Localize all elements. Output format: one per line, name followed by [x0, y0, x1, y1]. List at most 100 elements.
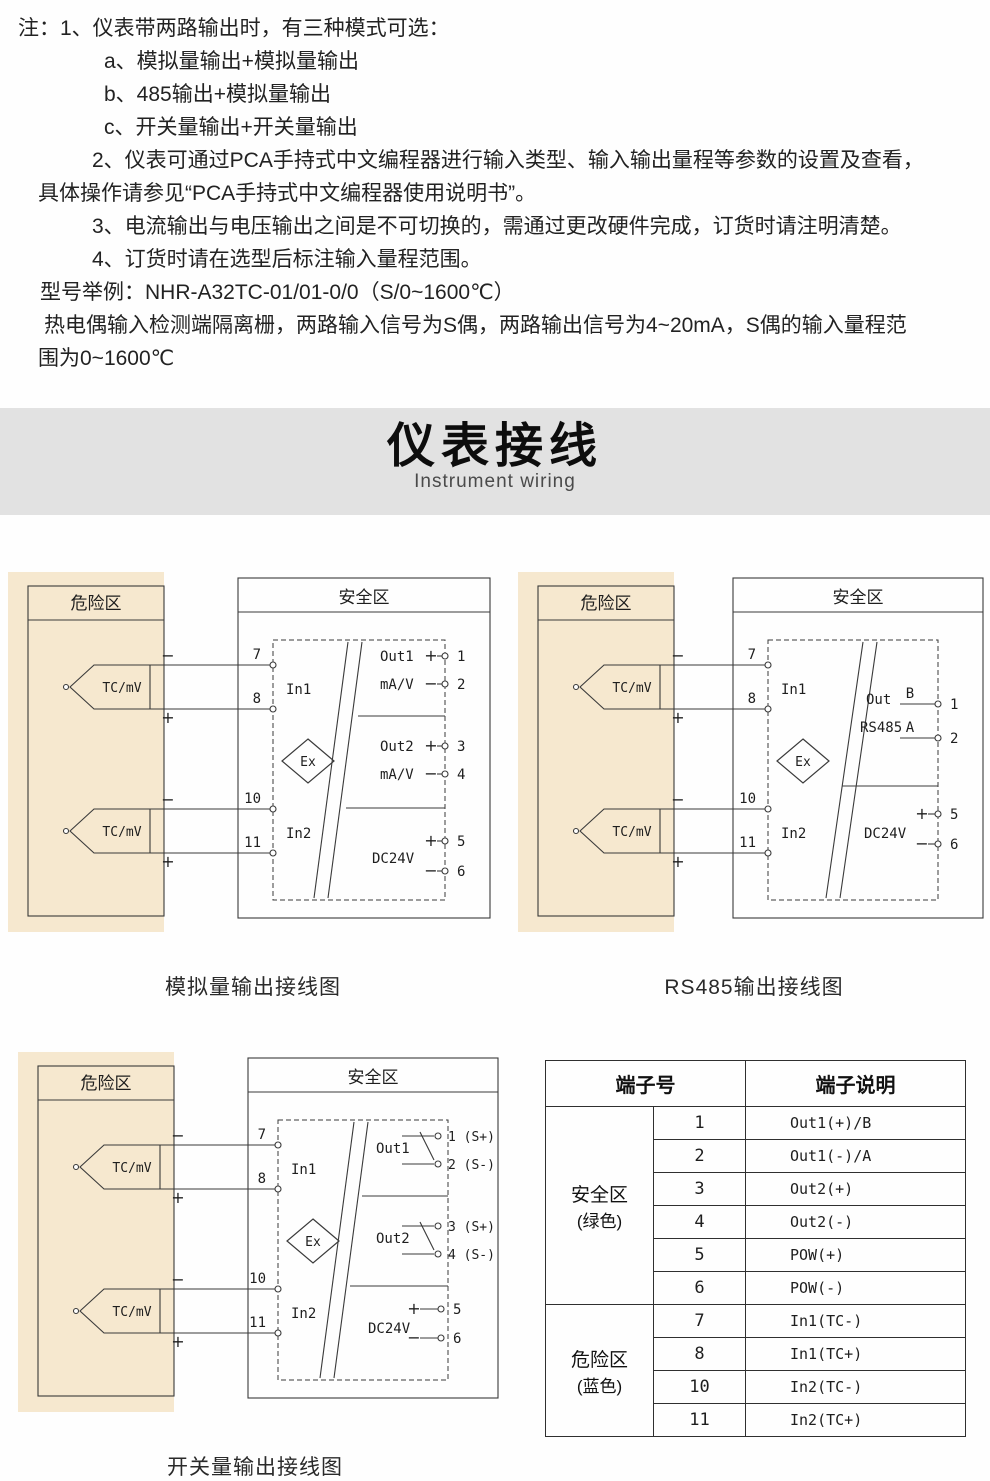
polarity-plus: + — [424, 646, 437, 665]
terminal-2-dot — [434, 1160, 442, 1168]
polarity-minus: − — [171, 1126, 184, 1145]
out1-unit-label: mA/V — [380, 677, 414, 693]
out1-label: Out1 — [376, 1141, 410, 1157]
terminal-5: 5 — [950, 807, 958, 823]
terminal-11: 11 — [249, 1315, 266, 1331]
terminal-4-s-minus: 4 (S-) — [448, 1248, 495, 1263]
sensor-2-tip — [572, 827, 580, 835]
in2-label: In2 — [291, 1306, 316, 1322]
diagram-switch-caption: 开关量输出接线图 — [167, 1456, 343, 1479]
terminal-8: 8 — [748, 691, 756, 707]
terminal-7: 7 — [258, 1127, 266, 1143]
note-line-3: b、485输出+模拟量输出 — [104, 83, 331, 106]
diagram-rs485-output: 危险区 安全区 TC/mV TC/mV — [518, 566, 990, 1001]
terminal-no: 10 — [653, 1370, 746, 1404]
note-line-9: 型号举例：NHR-A32TC-01/01-0/0（S/0~1600℃） — [40, 281, 515, 304]
terminal-10-dot — [269, 805, 277, 813]
sensor-symbols — [572, 664, 661, 854]
terminal-10: 10 — [249, 1271, 266, 1287]
power-label: DC24V — [372, 851, 415, 867]
terminal-desc: In1(TC-) — [745, 1304, 966, 1338]
terminal-6: 6 — [950, 837, 958, 853]
section-subtitle: Instrument wiring — [414, 471, 576, 492]
note-line-4: c、开关量输出+开关量输出 — [104, 116, 358, 139]
sensor-1-label: TC/mV — [112, 1161, 151, 1176]
terminal-no: 2 — [653, 1139, 746, 1173]
terminal-6: 6 — [457, 864, 465, 880]
col-header-terminal-no: 端子号 — [545, 1060, 746, 1107]
diagram-analog-output: 危险区 安全区 TC/mV TC/mV — [8, 566, 498, 1001]
terminal-4: 4 — [457, 767, 465, 783]
terminal-4-dot — [434, 1250, 442, 1258]
tc-sensor-2 — [579, 808, 661, 854]
ex-diamond — [281, 738, 335, 784]
sensor-2-tip — [72, 1307, 80, 1315]
line-b-label: B — [906, 686, 914, 702]
terminal-1-s-plus: 1 (S+) — [448, 1130, 495, 1145]
terminal-1-dot — [934, 700, 942, 708]
terminal-2-dot — [441, 680, 449, 688]
switch-contacts — [402, 1131, 438, 1339]
input-wires — [160, 1144, 278, 1334]
table-row: 11 In2(TC+) — [546, 1403, 966, 1437]
terminal-desc: POW(-) — [745, 1271, 966, 1305]
terminal-6-dot — [934, 840, 942, 848]
table-header-row: 端子号 端子说明 — [545, 1060, 966, 1107]
in1-label: In1 — [291, 1162, 316, 1178]
terminal-2: 2 — [457, 677, 465, 693]
safe-zone-box — [247, 1057, 499, 1399]
polarity-minus: − — [171, 1270, 184, 1289]
terminal-desc: In2(TC+) — [745, 1403, 966, 1437]
terminal-10: 10 — [739, 791, 756, 807]
tc-sensor-1 — [79, 1144, 161, 1190]
terminal-8-dot — [269, 705, 277, 713]
switch-wiring-svg: 危险区 安全区 TC/mV TC/mV — [18, 1052, 499, 1412]
terminal-desc: POW(+) — [745, 1238, 966, 1272]
zone-frames — [27, 577, 491, 919]
terminal-no: 8 — [653, 1337, 746, 1371]
terminal-desc: Out2(+) — [745, 1172, 966, 1206]
note-line-11: 围为0~1600℃ — [38, 347, 175, 370]
section-banner: 仪表接线 Instrument wiring — [0, 408, 990, 515]
in1-label: In1 — [781, 682, 806, 698]
out2-unit-label: mA/V — [380, 767, 414, 783]
polarity-minus: − — [424, 674, 437, 693]
bus-label: RS485 — [860, 720, 902, 736]
barrier-lines — [319, 1121, 448, 1379]
isolator-module-box — [277, 1119, 449, 1381]
diagram-switch-output: 危险区 安全区 TC/mV TC/mV — [10, 1046, 500, 1481]
note-line-1: 注：1、仪表带两路输出时，有三种模式可选： — [18, 17, 450, 40]
barrier-lines — [313, 641, 445, 899]
group-label: 安全区 — [570, 1184, 628, 1206]
table-row: 2 Out1(-)/A — [546, 1139, 966, 1173]
terminal-1-dot — [434, 1132, 442, 1140]
tc-sensor-2 — [79, 1288, 161, 1334]
zone-frames — [37, 1057, 499, 1399]
out1-label: Out1 — [380, 649, 414, 665]
sensor-2-label: TC/mV — [612, 825, 651, 840]
in1-label: In1 — [286, 682, 311, 698]
terminal-11: 11 — [739, 835, 756, 851]
group-cell-safe-zone: 安全区 (绿色) — [545, 1106, 654, 1305]
tc-sensor-2 — [69, 808, 151, 854]
polarity-plus: + — [671, 708, 684, 727]
terminal-8-dot — [764, 705, 772, 713]
terminal-8-dot — [274, 1185, 282, 1193]
zone-frames — [537, 577, 984, 919]
terminal-11-dot — [764, 849, 772, 857]
notes-section: 注：1、仪表带两路输出时，有三种模式可选： a、模拟量输出+模拟量输出 b、48… — [16, 12, 976, 375]
sensor-2-tip — [62, 827, 70, 835]
table-row: 安全区 (绿色) 1 Out1(+)/B — [545, 1106, 966, 1305]
ex-mark: Ex — [305, 1235, 321, 1250]
polarity-plus: + — [424, 831, 437, 850]
terminal-no: 7 — [653, 1304, 746, 1338]
terminal-3-s-plus: 3 (S+) — [448, 1220, 495, 1235]
isolator-module-box — [272, 639, 446, 901]
note-line-8: 4、订货时请在选型后标注输入量程范围。 — [92, 248, 482, 271]
sensor-1-label: TC/mV — [612, 681, 651, 696]
safe-zone-label: 安全区 — [339, 588, 390, 607]
tc-sensor-1 — [69, 664, 151, 710]
polarity-minus: − — [671, 790, 684, 809]
danger-zone-highlight — [18, 1052, 174, 1412]
polarity-plus: + — [915, 804, 928, 823]
